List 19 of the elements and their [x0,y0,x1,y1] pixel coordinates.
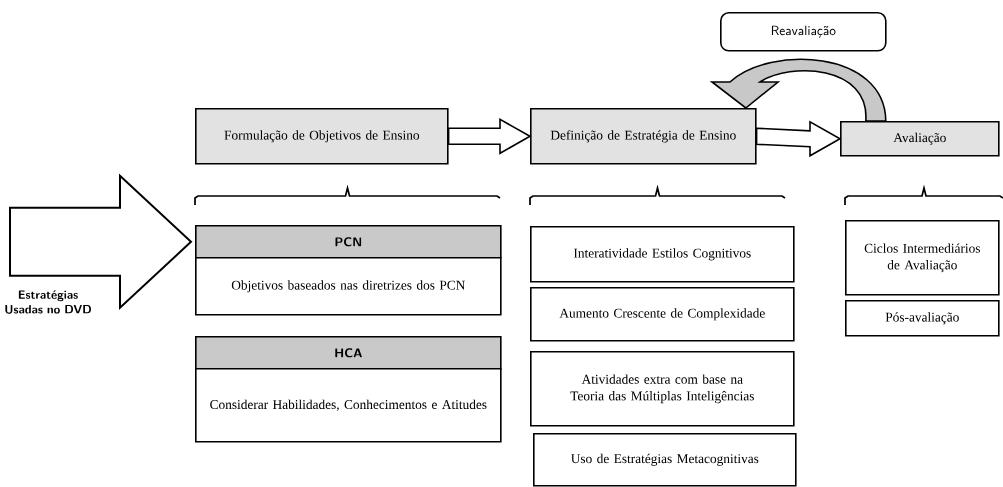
block-arrow [447,117,532,155]
stage-box: Avaliação [840,121,1000,157]
block-arrow [755,120,842,158]
content-box: Pós-avaliação [845,300,1000,337]
label-box: Reavaliação [720,12,887,52]
content-box: Considerar Habilidades, Conhecimentos e Atitudes [195,368,502,443]
content-box: Objetivos baseados nas diretrizes dos PCN [195,257,502,316]
content-box: Atividades extra com base na Teoria das Múltiplas Inteligências [530,351,795,427]
header-box: PCN [195,225,502,259]
header-box: HCA [195,336,502,370]
content-box: Ciclos Intermediários de Avaliação [845,220,1000,296]
content-box: Aumento Crescente de Complexidade [530,287,795,342]
content-box: Uso de Estratégias Metacognitivas [533,433,797,487]
block-arrow [9,173,193,311]
stage-box: Formulação de Objetivos de Ensino [195,108,449,165]
content-box: Interatividade Estilos Cognitivos [530,226,795,283]
curved-arrow [711,58,887,122]
caption-text: Estratégias Usadas no DVD [5,290,91,314]
stage-box: Definição de Estratégia de Ensino [530,108,757,165]
